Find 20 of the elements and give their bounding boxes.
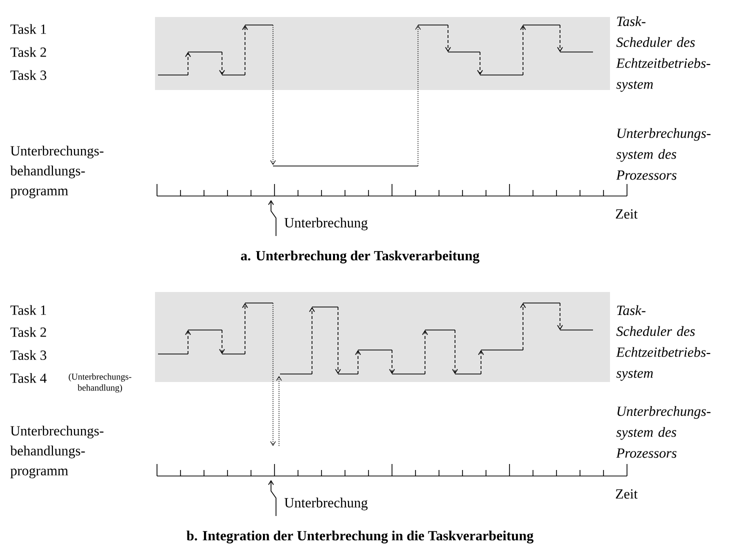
task-label: Task 3: [10, 70, 46, 80]
level-label: Unterbrechungs- behandlungs- programm: [10, 146, 104, 198]
interrupt-label: Unterbrechung: [284, 218, 368, 230]
axis-label: Zeit: [616, 209, 638, 219]
caption: b. Integration der Unterbrechung in die Taskverarbeitung: [186, 530, 534, 544]
task-label: Task 1: [10, 24, 46, 34]
task-label: Task 4: [10, 373, 47, 383]
level-label: Unterbrechungs- system des Prozessors: [616, 128, 710, 180]
caption: a. Unterbrechung der Taskverarbeitung: [240, 250, 480, 264]
task-label: Task 1: [10, 305, 46, 315]
axis-label: Zeit: [616, 489, 638, 499]
level-label: Task-Scheduler des Echtzeitbetriebs- system: [616, 16, 710, 92]
level-label: Task-Scheduler des Echtzeitbetriebs- system: [616, 305, 710, 381]
task-label: Task 2: [10, 47, 46, 57]
task-label: Task 2: [10, 327, 46, 337]
level-label: Unterbrechungs- behandlungs- programm: [10, 426, 104, 478]
interrupt-label: Unterbrechung: [284, 498, 368, 510]
task-note: (Unterbrechungs- behandlung): [68, 373, 132, 393]
level-label: Unterbrechungs- system des Prozessors: [616, 406, 710, 458]
task-label: Task 3: [10, 350, 46, 360]
